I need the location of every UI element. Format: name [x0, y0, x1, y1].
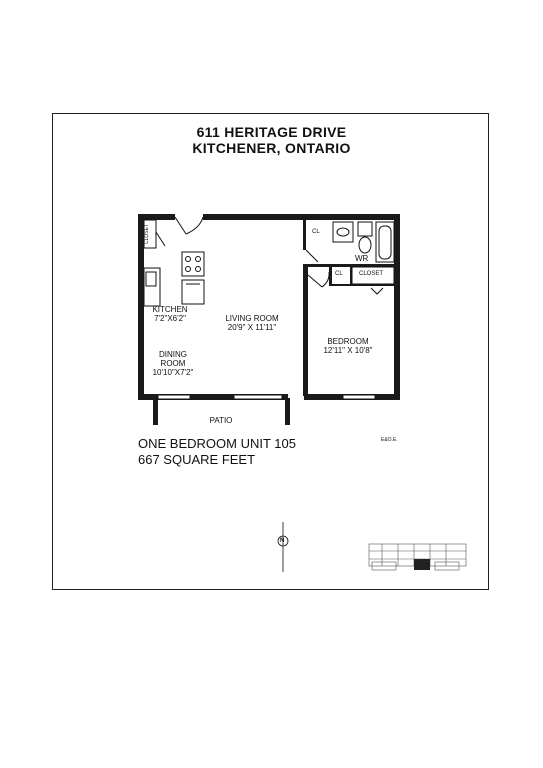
unit-area: 667 SQUARE FEET — [138, 452, 256, 467]
left-wall — [138, 214, 144, 399]
top-wall-right — [203, 214, 400, 220]
patio-post-right — [285, 398, 290, 425]
dining-room-label: DINING ROOM 10'10"X7'2" — [150, 350, 196, 377]
bedroom-window — [342, 394, 376, 400]
living-bottom-wall — [138, 394, 288, 400]
address-line-2: KITCHENER, ONTARIO — [192, 140, 351, 156]
cl2-left-wall — [329, 264, 332, 286]
unit-type: ONE BEDROOM UNIT 105 — [138, 436, 296, 451]
disclaimer: E&O.E. — [381, 437, 398, 443]
dining-name-2: ROOM — [160, 359, 186, 368]
drawing-frame — [52, 113, 489, 590]
bedroom-closet-label: CLOSET — [359, 271, 384, 277]
bedroom-left-wall — [303, 266, 308, 396]
living-room-name: LIVING ROOM — [225, 314, 279, 323]
unit-highlight — [414, 559, 430, 570]
kitchen-label: KITCHEN 7'2"X6'2" — [148, 305, 192, 323]
dining-dims: 10'10"X7'2" — [152, 368, 194, 377]
dining-name: DINING — [159, 350, 187, 359]
closet-door-marker — [370, 287, 384, 295]
burner-1 — [185, 256, 191, 262]
patio-door — [233, 394, 283, 400]
burner-4 — [195, 266, 201, 272]
burner-2 — [195, 256, 201, 262]
bathroom-sink — [332, 221, 354, 243]
kitchen-counter — [143, 267, 161, 307]
entry-closet — [143, 219, 157, 249]
bedroom-door-arc — [321, 271, 330, 288]
kitchen-name: KITCHEN — [152, 305, 188, 314]
dining-window — [157, 394, 191, 400]
top-wall-left — [138, 214, 175, 220]
bedroom-door-leaf — [307, 274, 323, 288]
right-wall — [394, 214, 400, 399]
entry-door-leaf — [174, 216, 187, 235]
entry-door-arc — [185, 216, 204, 235]
cl-label-1: CL — [312, 229, 320, 235]
bath-left-wall — [303, 220, 306, 250]
bedroom-label: BEDROOM 12'11" X 10'8" — [318, 337, 378, 355]
stove — [181, 251, 205, 277]
patio-post-left — [153, 398, 158, 425]
cl-label-2: CL — [335, 271, 343, 277]
bedroom-closet — [351, 266, 395, 285]
bathtub — [375, 221, 395, 263]
kitchen-dims: 7'2"X6'2" — [154, 314, 186, 323]
fridge — [181, 279, 205, 305]
kitchen-sink — [145, 271, 157, 287]
bedroom-dims: 12'11" X 10'8" — [323, 346, 373, 355]
bedroom-name: BEDROOM — [327, 337, 369, 346]
wr-label: WR — [355, 254, 369, 263]
bath-door-leaf — [305, 249, 319, 263]
living-room-dims: 20'9" X 11'11" — [227, 323, 277, 332]
burner-3 — [185, 266, 191, 272]
closet-door-leaf — [155, 231, 166, 247]
living-room-label: LIVING ROOM 20'9" X 11'11" — [219, 314, 285, 332]
entry-closet-label: CLOSET — [144, 224, 150, 245]
compass-letter: N — [280, 538, 285, 544]
patio-label: PATIO — [209, 416, 233, 425]
north-arrow-icon — [277, 522, 289, 572]
toilet-bowl — [358, 236, 372, 254]
toilet-tank — [357, 221, 373, 237]
cl2-right-wall — [350, 264, 352, 286]
address-line-1: 611 HERITAGE DRIVE — [196, 124, 347, 140]
bedroom-closet-bottom — [329, 284, 400, 286]
